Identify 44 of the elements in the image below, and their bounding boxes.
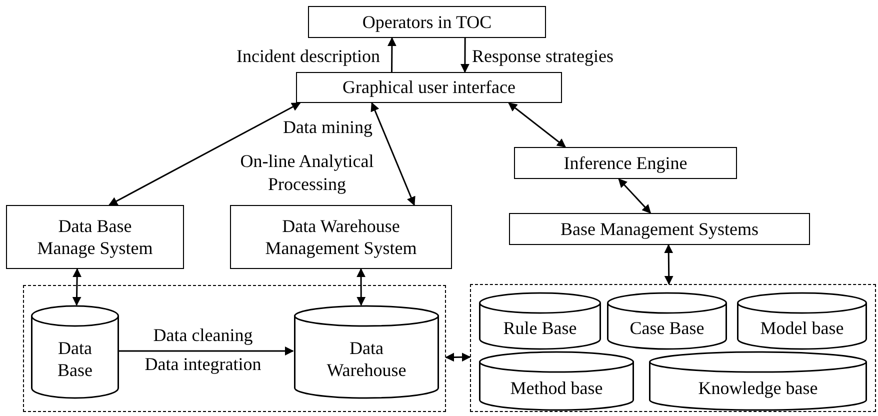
node-label: Knowledge base [698,376,818,400]
database-cylinder [479,293,601,349]
dashed-group-frame [23,285,446,412]
arrow [445,352,471,362]
database-cylinder [31,306,119,398]
node-label: Base Management Systems [560,218,758,240]
node-label: Data Warehouse Management System [264,214,418,260]
process-box [6,205,184,269]
arrow [618,178,652,214]
arrow [356,268,366,306]
edge-label: Incident description [236,45,380,68]
arrow [108,102,301,206]
process-box [308,6,546,38]
arrow [72,268,82,306]
arrow [118,346,294,356]
database-cylinder [294,306,439,398]
node-label: Rule Base [503,316,577,340]
edge-label: Response strategies [472,45,614,68]
node-label: Method base [510,376,603,400]
process-box [509,213,810,245]
arrow [508,102,566,148]
edge-label: Data cleaning Data integration [144,324,262,376]
node-label: Graphical user interface [342,76,516,99]
database-cylinder [479,352,634,410]
process-box [296,72,562,103]
database-cylinder [737,293,867,349]
database-cylinder [607,293,727,349]
edge-label: Data mining [283,116,374,138]
dashed-group-frame [470,284,876,412]
node-label: Inference Engine [564,152,688,174]
arrow [664,244,674,285]
node-label: Case Base [630,316,704,340]
arrow [460,38,470,73]
database-cylinder [649,352,867,410]
process-box [230,205,452,269]
edge-label: On-line Analytical Processing [239,150,375,196]
arrow [370,102,416,206]
node-label: Data Warehouse [326,336,408,382]
node-label: Data Base Manage System [36,214,154,260]
node-label: Data Base [56,336,94,382]
node-label: Operators in TOC [362,10,492,34]
process-box [514,147,737,179]
node-label: Model base [760,316,844,340]
arrow [387,37,396,72]
